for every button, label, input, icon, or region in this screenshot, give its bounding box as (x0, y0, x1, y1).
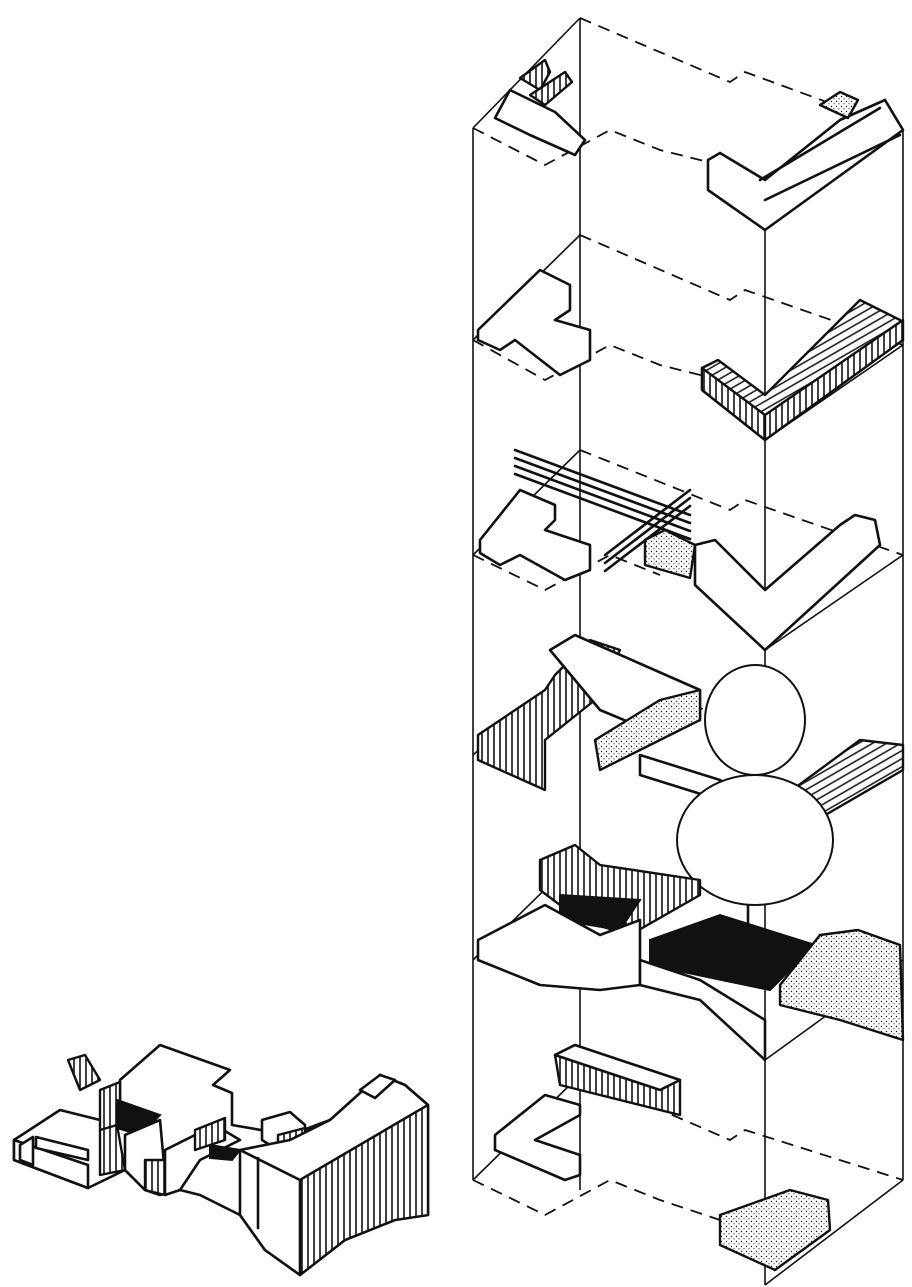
tree-canopy-lower (676, 774, 834, 906)
tree-canopy-upper (704, 664, 806, 776)
assembled-building (12, 1043, 430, 1277)
exploded-frame (472, 17, 904, 1286)
level-1 (493, 1043, 832, 1272)
tree (676, 664, 834, 977)
level-5 (476, 268, 905, 442)
stripes (513, 448, 692, 573)
hidden-edges (472, 17, 904, 1221)
level-4 (478, 448, 882, 652)
level-2 (476, 843, 905, 1062)
level-6 (493, 58, 905, 232)
